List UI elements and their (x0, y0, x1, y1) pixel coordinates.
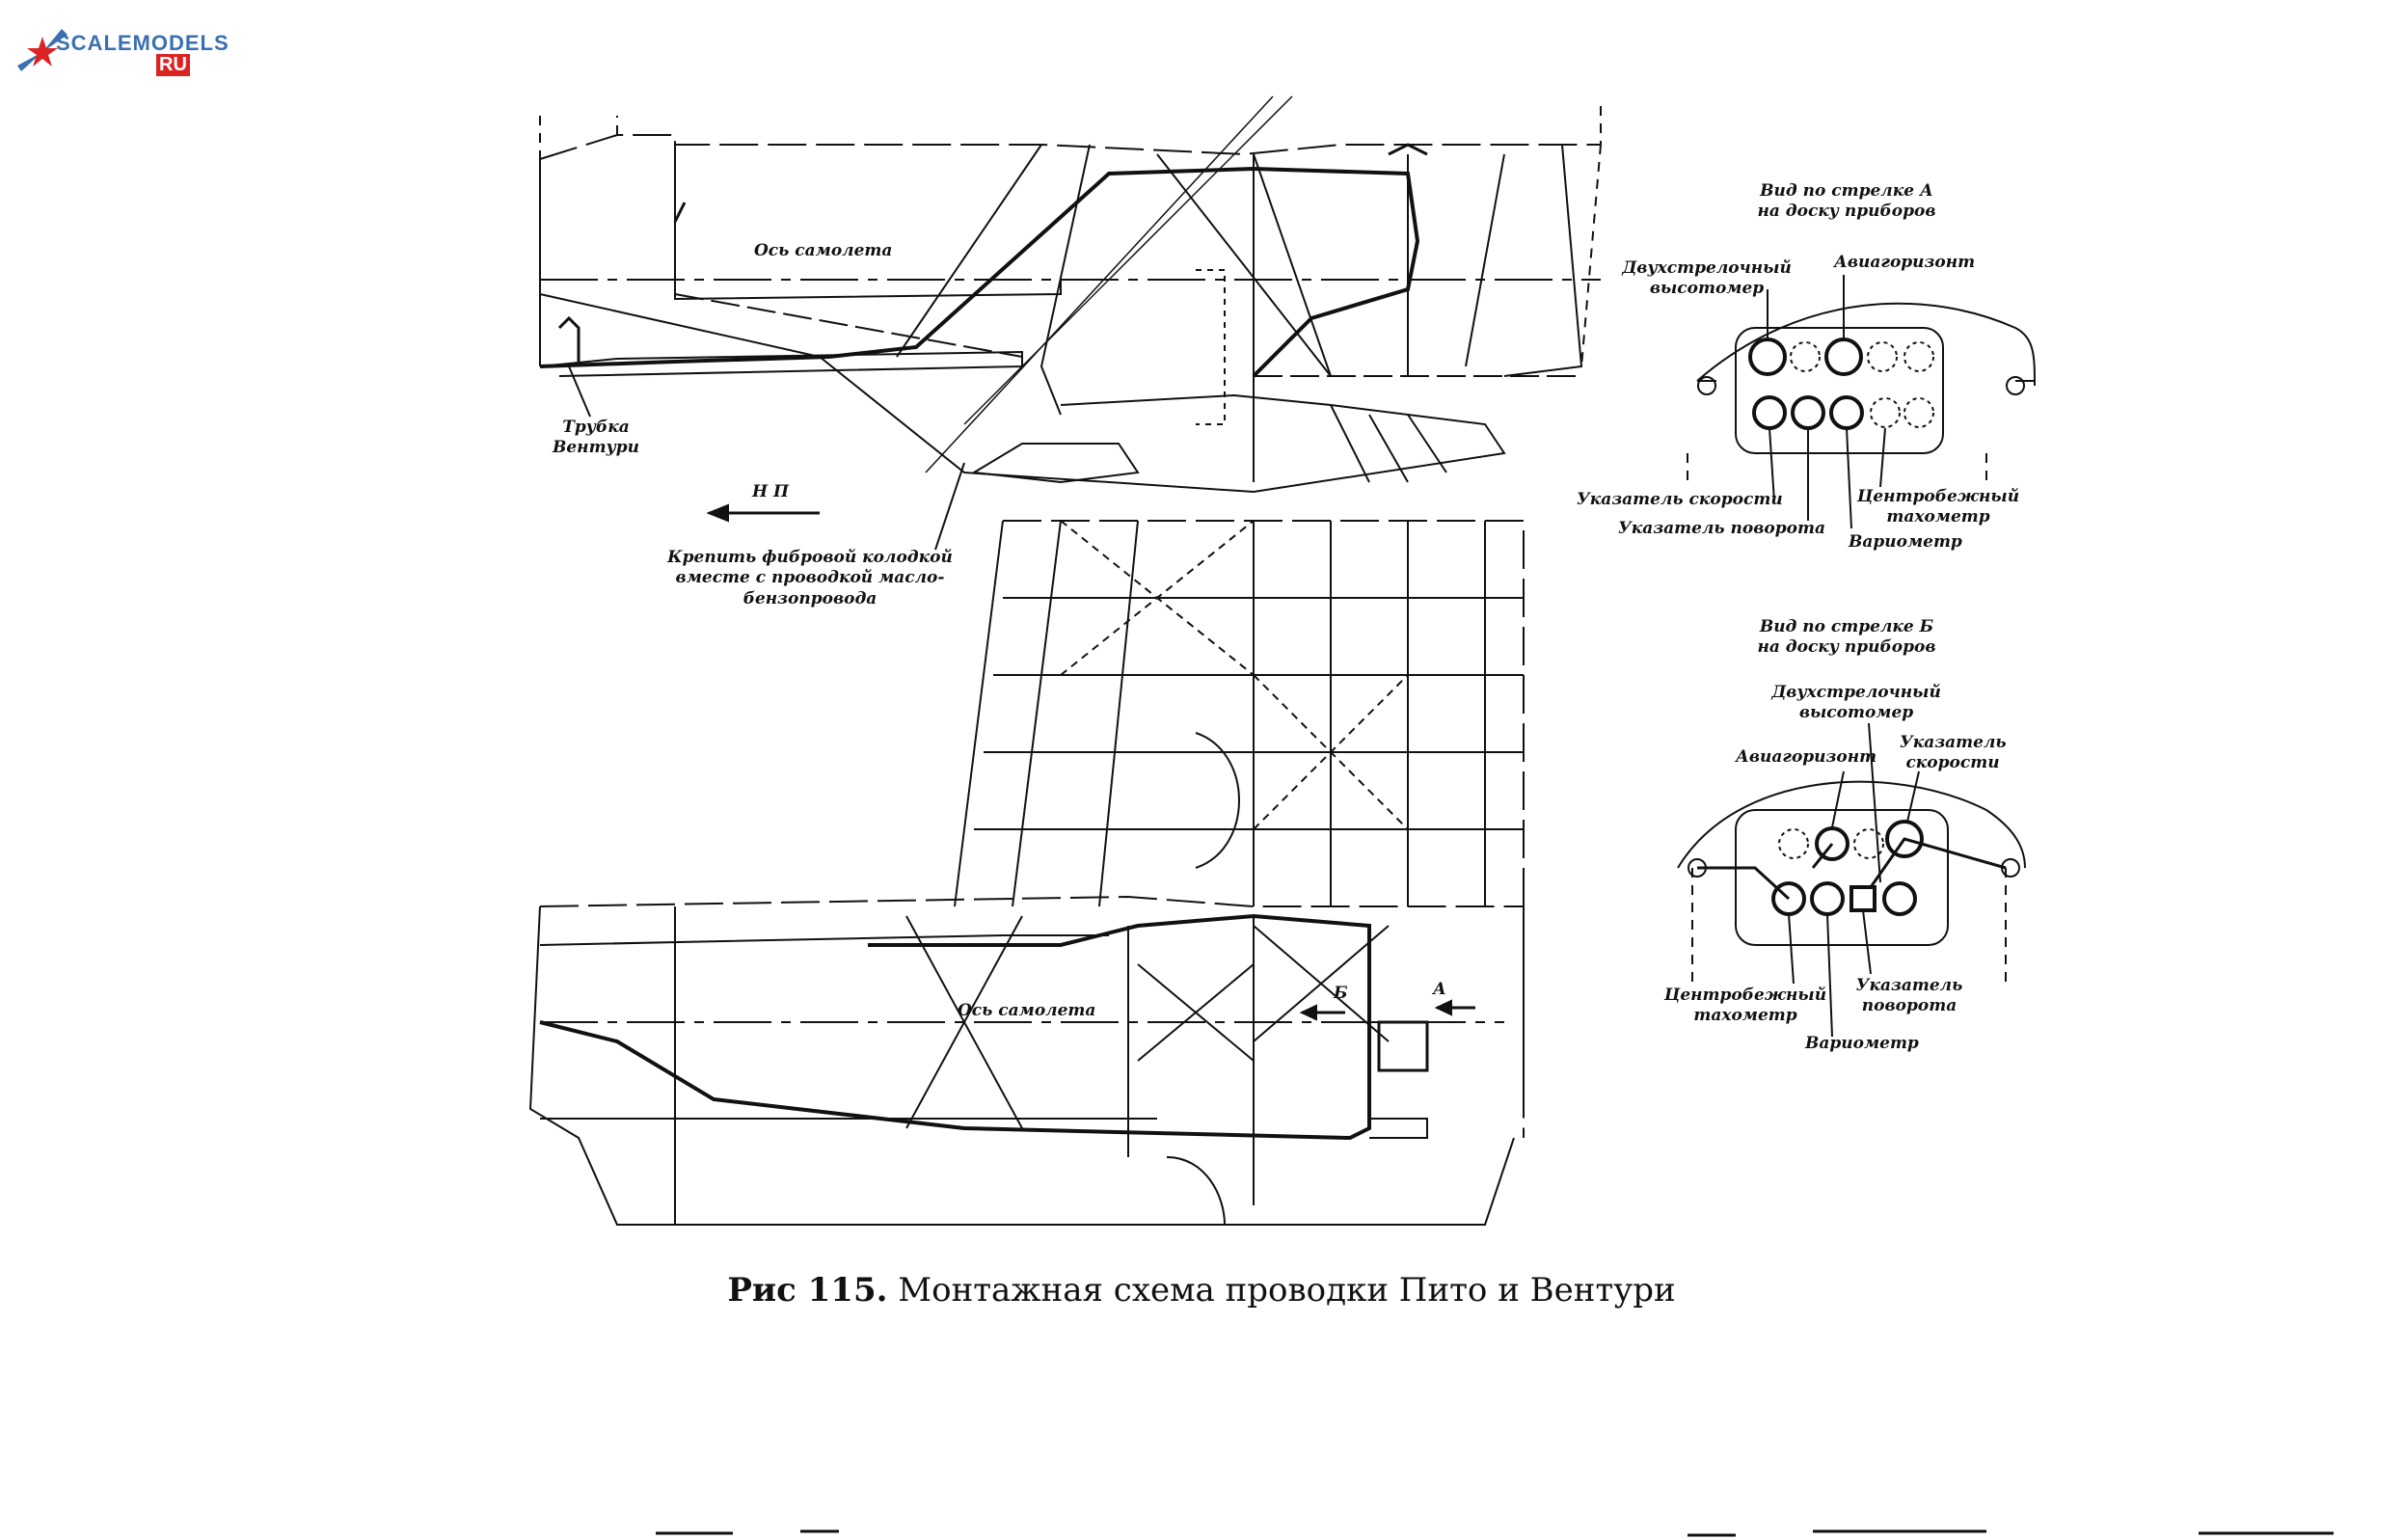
arrow-a-label: А (1433, 980, 1446, 999)
venturi-tube-label: Трубка Вентури (553, 418, 639, 458)
panel-b-title: Вид по стрелке Б на доску приборов (1757, 617, 1936, 658)
bottom-axis-label: Ось самолета (958, 1001, 1096, 1020)
turn-indicator-gauge-b (1850, 885, 1876, 912)
tachometer-gauge (1870, 397, 1901, 428)
venturi-leader-line (568, 365, 591, 418)
wing-plan-view (954, 520, 1525, 1080)
fastening-note: Крепить фибровой колодкой вместе с прово… (667, 548, 953, 608)
scan-artifact-lines (656, 1529, 2334, 1537)
panel-b-horizon-label: Авиагоризонт (1736, 747, 1877, 767)
fastening-leader-line (934, 462, 965, 551)
horizon-gauge (1824, 338, 1863, 376)
turn-indicator-gauge (1791, 395, 1825, 430)
propeller-star-icon (17, 29, 68, 71)
instrument-panel-b (1677, 722, 2026, 1038)
panel-b-tachometer-label: Центробежный тахометр (1663, 986, 1827, 1026)
altimeter-gauge (1748, 338, 1787, 376)
view-arrow-b (1299, 1004, 1345, 1021)
panel-b-altimeter-label: Двухстрелочный высотомер (1771, 683, 1941, 723)
fuselage-plan-view (528, 895, 1525, 1226)
logo-suffix: RU (156, 54, 190, 76)
panel-b-turn-label: Указатель поворота (1855, 976, 1963, 1016)
panel-a-altimeter-label: Двухстрелочный высотомер (1622, 258, 1792, 299)
airspeed-gauge (1752, 395, 1787, 430)
panel-a-turn-label: Указатель поворота (1618, 519, 1825, 538)
variometer-gauge (1829, 395, 1864, 430)
panel-b-variometer-label: Вариометр (1805, 1034, 1919, 1053)
direction-label: Н П (752, 482, 790, 501)
fuselage-side-view (539, 95, 1602, 494)
flight-direction-arrow (706, 503, 820, 523)
top-axis-label: Ось самолета (754, 241, 893, 260)
panel-b-airspeed-label: Указатель скорости (1900, 733, 2007, 773)
altimeter-gauge-b (1882, 881, 1917, 916)
panel-a-variometer-label: Вариометр (1849, 532, 1962, 552)
panel-a-horizon-label: Авиагоризонт (1834, 253, 1976, 272)
panel-a-tachometer-label: Центробежный тахометр (1856, 487, 2020, 527)
variometer-gauge-b (1810, 881, 1845, 916)
panel-a-airspeed-label: Указатель скорости (1577, 490, 1783, 509)
airspeed-gauge-b (1885, 820, 1924, 858)
arrow-b-label: Б (1334, 984, 1348, 1003)
figure-caption: Рис 115. Монтажная схема проводки Пито и… (0, 1271, 2403, 1310)
figure-caption-text: Монтажная схема проводки Пито и Вентури (898, 1271, 1676, 1310)
logo-brand: SCALEMODELS (56, 31, 230, 55)
horizon-gauge-b (1815, 826, 1850, 861)
site-logo: SCALEMODELS RU (14, 19, 229, 79)
panel-a-title: Вид по стрелке А на доску приборов (1757, 181, 1936, 222)
view-arrow-a (1434, 999, 1475, 1016)
instrument-panel-a (1687, 275, 2036, 529)
figure-number: Рис 115. (727, 1271, 888, 1310)
